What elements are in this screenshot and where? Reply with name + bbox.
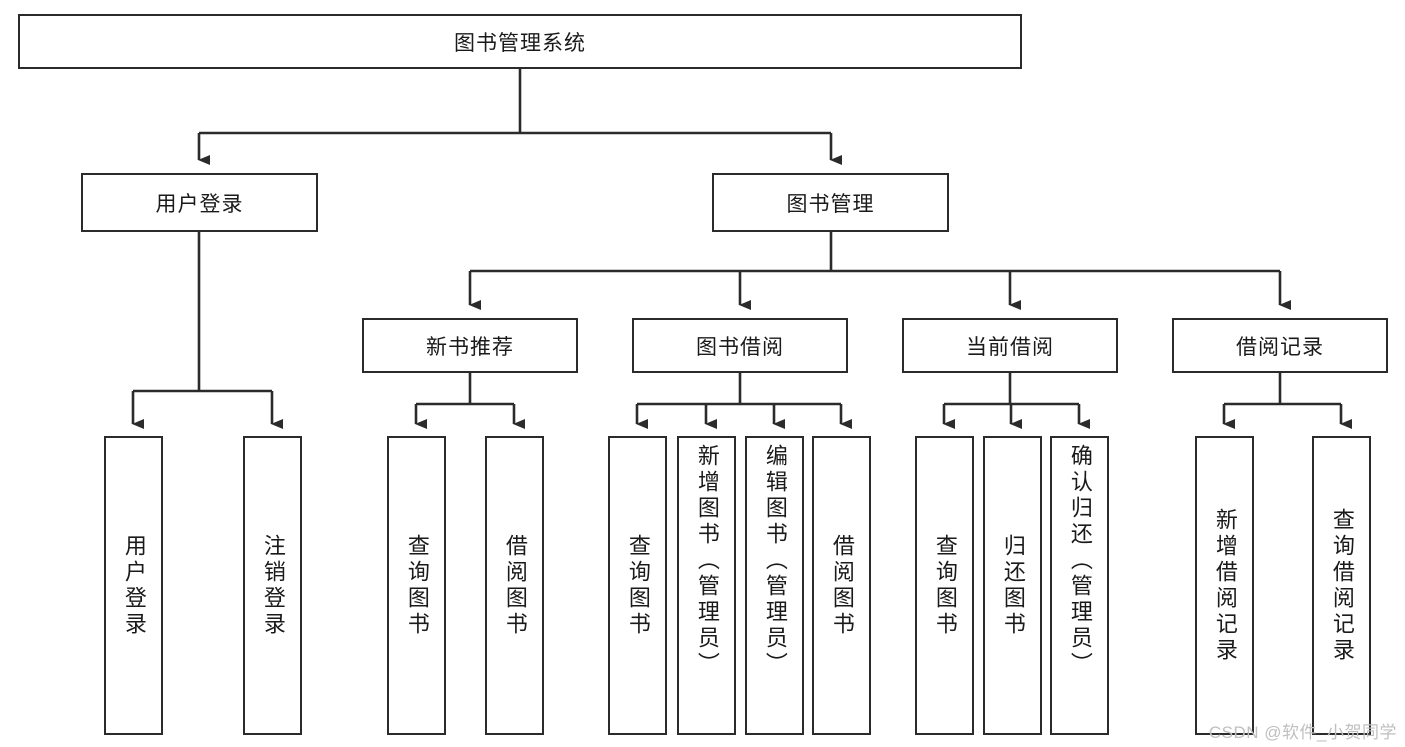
leaf-query-book-label: 查询图书	[625, 533, 651, 638]
node-current-borrow[interactable]: 当前借阅	[902, 318, 1118, 373]
leaf-borrow-book-rec[interactable]: 借阅图书	[485, 436, 544, 735]
leaf-confirm-return[interactable]: 确认归还（管理员）	[1050, 436, 1109, 735]
watermark: CSDN @软件_小贺同学	[1208, 723, 1397, 742]
node-user-login-label: 用户登录	[155, 192, 244, 216]
node-book-borrow-label: 图书借阅	[696, 335, 784, 359]
leaf-return-book-label: 归还图书	[1000, 533, 1026, 638]
leaf-query-book-cur[interactable]: 查询图书	[915, 436, 974, 735]
node-new-book-recommend-label: 新书推荐	[426, 335, 514, 359]
leaf-query-record-label: 查询借阅记录	[1329, 507, 1355, 664]
leaf-query-book-cur-label: 查询图书	[932, 533, 958, 638]
node-book-borrow[interactable]: 图书借阅	[632, 318, 848, 373]
leaf-add-record[interactable]: 新增借阅记录	[1195, 436, 1254, 735]
leaf-borrow-book-rec-label: 借阅图书	[502, 533, 528, 638]
node-root-label: 图书管理系统	[454, 31, 586, 55]
leaf-edit-book[interactable]: 编辑图书（管理员）	[745, 436, 804, 735]
node-new-book-recommend[interactable]: 新书推荐	[362, 318, 578, 373]
leaf-return-book[interactable]: 归还图书	[983, 436, 1042, 735]
leaf-borrow-book[interactable]: 借阅图书	[812, 436, 871, 735]
node-root[interactable]: 图书管理系统	[18, 14, 1022, 69]
node-book-manage[interactable]: 图书管理	[712, 173, 949, 232]
leaf-user-login[interactable]: 用户登录	[104, 436, 163, 735]
node-current-borrow-label: 当前借阅	[966, 335, 1054, 359]
leaf-add-book[interactable]: 新增图书（管理员）	[677, 436, 736, 735]
leaf-query-book-rec-label: 查询图书	[404, 533, 430, 638]
leaf-query-book-rec[interactable]: 查询图书	[387, 436, 446, 735]
leaf-add-book-label: 新增图书（管理员）	[694, 444, 720, 678]
leaf-confirm-return-label: 确认归还（管理员）	[1067, 444, 1093, 678]
leaf-logout[interactable]: 注销登录	[243, 436, 302, 735]
leaf-query-book[interactable]: 查询图书	[608, 436, 667, 735]
leaf-borrow-book-label: 借阅图书	[829, 533, 855, 638]
leaf-user-login-label: 用户登录	[121, 533, 147, 638]
node-book-manage-label: 图书管理	[786, 192, 875, 216]
leaf-query-record[interactable]: 查询借阅记录	[1312, 436, 1371, 735]
leaf-add-record-label: 新增借阅记录	[1212, 507, 1238, 664]
node-user-login[interactable]: 用户登录	[81, 173, 318, 232]
node-borrow-record[interactable]: 借阅记录	[1172, 318, 1388, 373]
node-borrow-record-label: 借阅记录	[1236, 335, 1324, 359]
leaf-edit-book-label: 编辑图书（管理员）	[762, 444, 788, 678]
leaf-logout-label: 注销登录	[260, 533, 286, 638]
